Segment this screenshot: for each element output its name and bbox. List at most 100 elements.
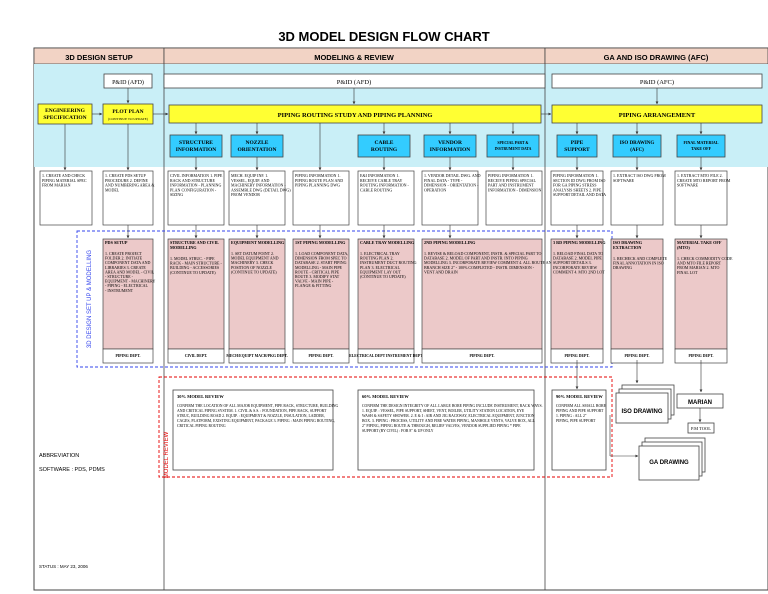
connectors bbox=[63, 88, 703, 458]
review-60-title: 60% MODEL REVIEW bbox=[362, 394, 409, 399]
model-body: 1. SET DATUM POINT 2.MODEL EQUIPMENT AND… bbox=[231, 251, 279, 274]
input-box bbox=[228, 170, 286, 226]
model-box bbox=[357, 238, 415, 350]
piping-arrangement-label: PIPING ARRANGEMENT bbox=[619, 112, 696, 119]
info-box-special-part bbox=[486, 134, 540, 158]
review-60-body: CONFIRM THE DESIGN INTEGRITY OF ALL LARG… bbox=[362, 404, 543, 433]
review-90-title: 90% MODEL REVIEW bbox=[556, 394, 603, 399]
review-30-title: 30% MODEL REVIEW bbox=[177, 394, 224, 399]
review-region bbox=[158, 376, 613, 478]
model-title: 2ND PIPING MODELLING bbox=[424, 240, 476, 245]
dept-box bbox=[102, 348, 154, 364]
input-box bbox=[102, 170, 154, 226]
model-title: 1ST PIPING MODELLING bbox=[295, 240, 346, 245]
iso-drawing-stack: ISO DRAWING bbox=[615, 384, 675, 424]
review-bodies: CONFIRM THE LOCATION OF ALL MAJOR EQUIPM… bbox=[177, 404, 607, 433]
plot-plan-label: PLOT PLAN bbox=[112, 109, 143, 115]
input-text: PIPING INFORMATION 1.RECEIVE PIPING SPEC… bbox=[488, 173, 541, 192]
review-60-box bbox=[357, 389, 535, 471]
info-box-pipe-support bbox=[556, 134, 598, 158]
model-box bbox=[550, 238, 604, 350]
model-box bbox=[610, 238, 664, 350]
dept-box bbox=[228, 348, 286, 364]
model-title: PDS SETUP bbox=[105, 240, 128, 245]
pm-tool-box bbox=[687, 422, 715, 434]
pid-afd-box bbox=[163, 73, 546, 89]
iso-drawing-label: ISO DRAWING bbox=[621, 409, 662, 415]
routing-study-label: PIPING ROUTING STUDY AND PIPING PLANNING bbox=[278, 112, 433, 119]
dept-label: MECH/EQUIPT MACH/PKG DEPT. bbox=[226, 354, 287, 358]
dept-label: PIPING DEPT. bbox=[564, 354, 589, 358]
dept-label: PIPING DEPT. bbox=[115, 354, 140, 358]
info-box-iso-drawing bbox=[612, 134, 662, 158]
info-box-nozzle bbox=[230, 134, 284, 158]
software-text: SOFTWARE : PDS, PDMS bbox=[39, 467, 105, 473]
pm-tool-label: P.M TOOL bbox=[691, 426, 711, 431]
side-label-review: MODEL REVIEW bbox=[164, 431, 170, 478]
dept-label: PIPING DEPT. bbox=[469, 354, 494, 358]
dept-box bbox=[357, 348, 415, 364]
ga-drawing-stack: GA DRAWING bbox=[638, 437, 706, 481]
column-title-ga: GA AND ISO DRAWING (AFC) bbox=[604, 53, 709, 62]
input-text: 1. EXTRACT MTO FILE 2.CREATE MTO REPORT … bbox=[677, 173, 731, 188]
pid-afc-label: P&ID (AFC) bbox=[640, 79, 674, 86]
dept-label: CIVIL DEPT. bbox=[185, 354, 208, 358]
marian-label: MARIAN bbox=[688, 400, 712, 406]
input-box bbox=[292, 170, 350, 226]
plot-plan-sublabel: (CONTINUE TO UPDATE) bbox=[108, 117, 149, 121]
column-title-modeling: MODELING & REVIEW bbox=[314, 53, 395, 62]
model-body: 1. LOAD COMPONENT DATA,DIMENSION FROM SP… bbox=[295, 251, 348, 288]
column-title-setup: 3D DESIGN SETUP bbox=[65, 53, 133, 62]
svg-text:ISO DRAWING(AFC): ISO DRAWING(AFC) bbox=[620, 141, 655, 153]
model-title: CABLE TRAY MODELLING bbox=[360, 240, 415, 245]
abbreviation-title: ABBREVIATION bbox=[39, 453, 79, 459]
page-title: 3D MODEL DESIGN FLOW CHART bbox=[278, 29, 489, 44]
dept-label: PIPING DEPT. bbox=[624, 354, 649, 358]
input-box bbox=[167, 170, 225, 226]
model-title: MATERIAL TAKE OFF(MTO) bbox=[677, 240, 722, 250]
review-30-body: CONFIRM THE LOCATION OF ALL MAJOR EQUIPM… bbox=[177, 404, 338, 428]
info-box-cable bbox=[357, 134, 411, 158]
svg-text:SPECIAL PART &INSTRUMENT DATA: SPECIAL PART &INSTRUMENT DATA bbox=[495, 141, 532, 151]
model-box bbox=[674, 238, 728, 350]
review-30-box bbox=[172, 389, 334, 471]
engineering-spec-box bbox=[37, 103, 93, 125]
input-box bbox=[421, 170, 479, 226]
model-title: 3 RD PIPING MODELLING bbox=[553, 240, 606, 245]
input-box bbox=[39, 170, 93, 226]
dept-label: PIPING DEPT. bbox=[688, 354, 713, 358]
dept-box bbox=[167, 348, 225, 364]
model-title: EQUIPMENT MODELLING bbox=[231, 240, 285, 245]
model-box bbox=[421, 238, 543, 350]
piping-arrangement-box bbox=[551, 104, 763, 124]
input-text: PIPING INFORMATION 1.SECTION ID DWG FROM… bbox=[553, 173, 606, 197]
model-box bbox=[228, 238, 286, 350]
ga-drawing-label: GA DRAWING bbox=[649, 460, 689, 466]
dept-label: PIPING DEPT. bbox=[308, 354, 333, 358]
side-label-modelling: 3D DESIGN SET UP & MODELLING bbox=[87, 250, 93, 348]
model-body: 1. REVISE & RELOAD COMPONENT, INSTR. & S… bbox=[424, 251, 554, 274]
dept-label: ELECTRICAL DEPT INSTRUMENT DEPT bbox=[349, 354, 423, 358]
dept-box bbox=[421, 348, 543, 364]
